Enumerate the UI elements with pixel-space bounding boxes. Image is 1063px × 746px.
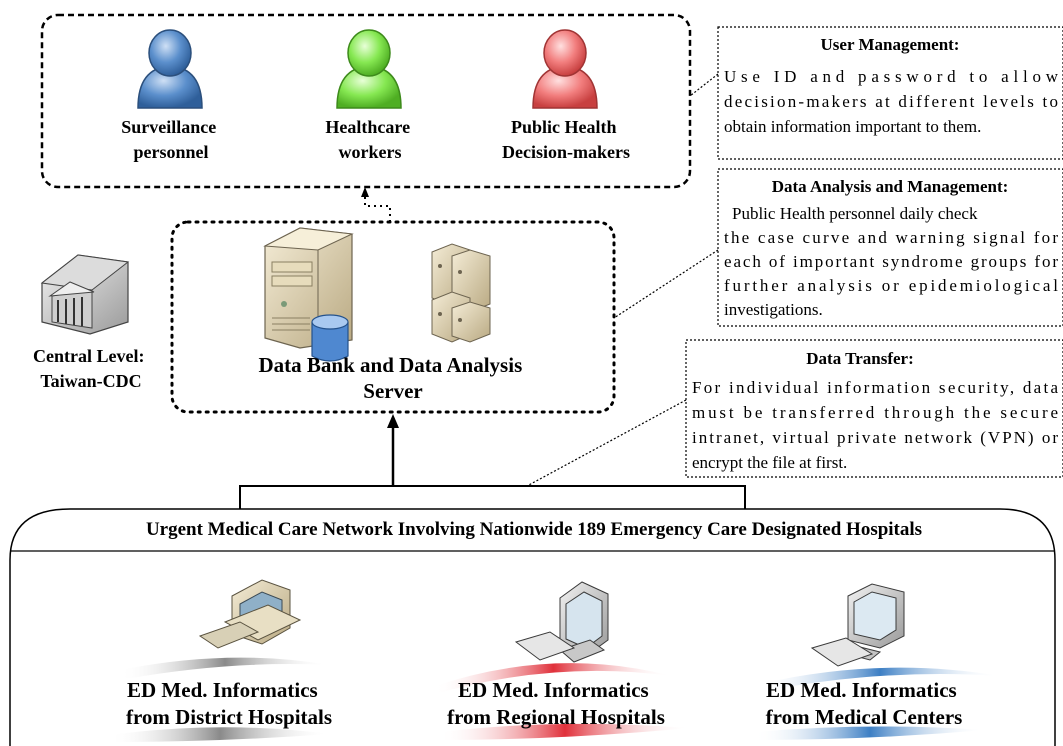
server-box xyxy=(170,220,616,414)
surveillance-label: Surveillance personnel xyxy=(121,117,221,162)
healthcare-label: Healthcare workers xyxy=(325,117,414,162)
user-management-note xyxy=(717,26,1063,160)
users-box xyxy=(40,13,692,189)
arrow-up-to-users xyxy=(361,187,369,197)
government-building-icon xyxy=(40,254,130,335)
network-bracket xyxy=(239,485,746,509)
district-swoosh-lower xyxy=(110,727,330,742)
regional-swoosh-lower xyxy=(440,723,690,740)
data-analysis-title: Data Analysis and Management: xyxy=(772,177,1009,196)
database-cylinder-icon xyxy=(311,314,349,362)
arrow-up-to-server xyxy=(387,414,399,428)
data-transfer-note xyxy=(685,339,1063,478)
medical-centers-label: ED Med. Informatics from Medical Centers xyxy=(766,678,963,729)
medical-center-swoosh xyxy=(760,667,1000,692)
medical-center-swoosh-lower xyxy=(755,726,985,740)
district-hospitals-label: ED Med. Informatics from District Hospit… xyxy=(126,678,332,729)
decision-makers-label: Public Health Decision-makers xyxy=(502,117,630,162)
data-transfer-title: Data Transfer: xyxy=(806,349,914,368)
healthcare-worker-person-icon xyxy=(336,29,402,109)
user-management-pointer xyxy=(689,73,719,97)
central-level-label: Central Level: Taiwan-CDC xyxy=(33,346,149,391)
surveillance-person-icon xyxy=(137,29,203,109)
server-to-users-connector xyxy=(364,192,391,222)
server-rack-icon xyxy=(431,243,491,343)
network-title: Urgent Medical Care Network Involving Na… xyxy=(146,519,922,540)
user-management-title: User Management: xyxy=(821,35,960,54)
server-label: Data Bank and Data Analysis Server xyxy=(259,353,528,403)
data-analysis-pointer xyxy=(613,249,719,319)
district-swoosh xyxy=(120,657,330,680)
regional-swoosh xyxy=(435,663,672,694)
medical-center-computer-icon xyxy=(810,583,905,667)
regional-computer-icon xyxy=(514,581,609,663)
network-box xyxy=(9,508,1056,746)
district-computer-icon xyxy=(198,579,302,649)
regional-hospitals-label: ED Med. Informatics from Regional Hospit… xyxy=(447,678,665,729)
data-analysis-note xyxy=(717,168,1063,327)
decision-maker-person-icon xyxy=(532,29,598,109)
